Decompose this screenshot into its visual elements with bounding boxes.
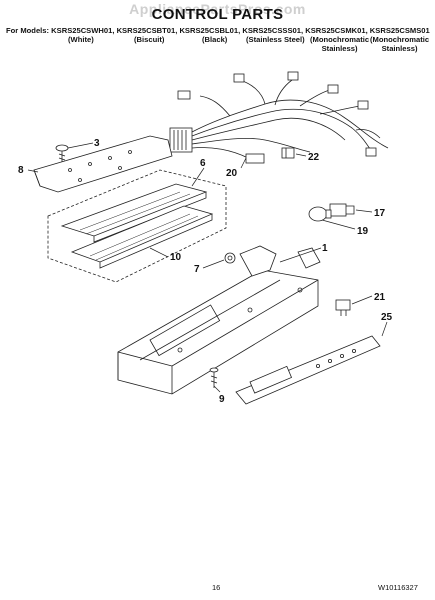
- model-colors: (White) (Biscuit) (Black) (Stainless Ste…: [6, 35, 431, 55]
- callout-22: 22: [308, 152, 320, 163]
- model-color-5-line2: Stainless): [321, 44, 358, 53]
- grommet-part-8: [224, 252, 236, 264]
- control-boards-box-part-6: [47, 169, 227, 283]
- leader-lines: [27, 142, 388, 393]
- models-prefix: For Models:: [6, 26, 50, 35]
- model-color-1-line1: (White): [68, 35, 94, 44]
- bulb-part-19: [308, 206, 332, 222]
- watermark: AppliancePartsPros.com: [129, 1, 306, 17]
- control-housing-part-1: [117, 245, 321, 395]
- model-color-5: (Monochromatic Stainless): [310, 35, 369, 53]
- lamp-socket-part-17: [329, 203, 355, 217]
- model-color-4-line1: (Stainless Steel): [246, 35, 305, 44]
- callout-21: 21: [374, 292, 386, 303]
- callout-20: 20: [226, 168, 238, 179]
- model-color-1: (White): [68, 35, 94, 44]
- model-list-row: For Models: KSRS25CSWH01, KSRS25CSBT01, …: [6, 26, 431, 35]
- model-color-6-line2: Stainless): [381, 44, 418, 53]
- callout-17: 17: [374, 208, 386, 219]
- model-color-4: (Stainless Steel): [246, 35, 305, 44]
- model-color-3-line1: (Black): [202, 35, 228, 44]
- overlay-panel-part-25: [235, 335, 381, 405]
- callout-19: 19: [357, 226, 369, 237]
- model-color-3: (Black): [202, 35, 227, 44]
- callout-25: 25: [381, 312, 393, 323]
- page-number: 16: [212, 583, 221, 592]
- clip-part-22: [281, 147, 295, 159]
- callout-7: 9: [219, 394, 225, 405]
- callout-3: 3: [94, 138, 100, 149]
- wire-harness-part-20: [169, 71, 389, 164]
- callout-8: 7: [194, 264, 200, 275]
- page-title: CONTROL PARTS: [151, 6, 284, 23]
- document-number: W10116327: [378, 583, 418, 592]
- callout-10: 10: [170, 252, 182, 263]
- model-color-2-line1: (Biscuit): [134, 35, 165, 44]
- callout-6: 6: [200, 158, 206, 169]
- model-header: For Models: KSRS25CSWH01, KSRS25CSBT01, …: [6, 26, 431, 55]
- switch-part-21: [335, 299, 351, 316]
- models-list: KSRS25CSWH01, KSRS25CSBT01, KSRS25CSBL01…: [51, 26, 430, 35]
- model-color-6: (Monochromatic Stainless): [370, 35, 429, 53]
- screw-part-7: [209, 367, 219, 388]
- model-color-5-line1: (Monochromatic: [310, 35, 370, 44]
- callout-9: 8: [18, 165, 24, 176]
- model-color-2: (Biscuit): [134, 35, 164, 44]
- model-color-6-line1: (Monochromatic: [370, 35, 430, 44]
- bracket-plate-part-9: [33, 135, 173, 193]
- callout-1: 1: [322, 243, 328, 254]
